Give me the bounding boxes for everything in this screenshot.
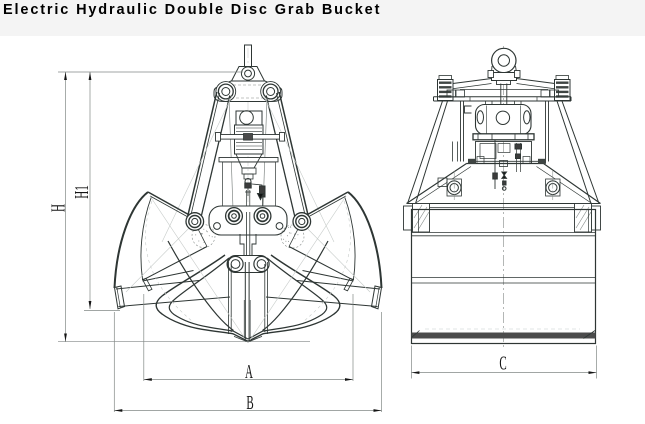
svg-text:A: A: [245, 362, 253, 383]
svg-text:H1: H1: [72, 185, 93, 198]
svg-text:C: C: [499, 353, 506, 374]
svg-text:B: B: [246, 393, 253, 414]
svg-text:H: H: [48, 204, 69, 212]
